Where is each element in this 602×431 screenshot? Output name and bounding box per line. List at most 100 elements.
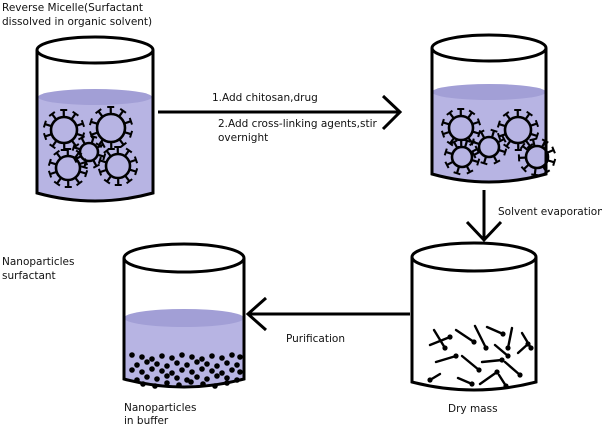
beaker-reverse-micelle (37, 37, 153, 201)
nanoparticle-dot (237, 354, 243, 360)
nanoparticle-dot (159, 368, 165, 374)
label-step2-line1: 2.Add cross-linking agents,stir (218, 117, 377, 132)
nanoparticle-dot (154, 376, 160, 382)
label-reverse-micelle-line2: dissolved in organic solvent) (2, 15, 152, 30)
dry-mass-rods (427, 326, 533, 389)
nanoparticle-dot (140, 381, 146, 387)
nanoparticle-dot (199, 366, 205, 372)
label-reverse-micelle-line1: Reverse Micelle(Surfactant (2, 1, 143, 16)
label-nanoparticles-buffer-line2: in buffer (124, 414, 168, 429)
nanoparticle-dot (234, 362, 240, 368)
nanoparticle-dot (209, 368, 215, 374)
nanoparticle-dot (169, 370, 175, 376)
beaker-rim (124, 244, 244, 272)
dry-mass-rod (462, 356, 479, 370)
label-step1: 1.Add chitosan,drug (212, 91, 318, 106)
nanoparticle-dot (188, 379, 194, 385)
dry-mass-rod-head (453, 353, 458, 358)
dry-mass-rod-head (503, 383, 508, 388)
nanoparticle-dot (200, 381, 206, 387)
nanoparticle-dot (229, 352, 235, 358)
nanoparticle-dot (129, 367, 135, 373)
nanoparticle-dot (189, 354, 195, 360)
nanoparticle-dot (209, 353, 215, 359)
nanoparticle-dot (224, 375, 230, 381)
dry-mass-rod-head (505, 345, 510, 350)
surfactant-head (553, 159, 555, 166)
label-nanoparticles-surfactant-line1: Nanoparticles (2, 255, 74, 270)
nanoparticle-dot (234, 377, 240, 383)
nanoparticle-dot (189, 369, 195, 375)
beaker-dry-mass (412, 243, 536, 390)
nanoparticle-dot (224, 380, 230, 386)
dry-mass-rod-head (505, 353, 510, 358)
dry-mass-rod-head (427, 377, 432, 382)
beaker-body (412, 257, 536, 390)
liquid-surface (38, 89, 152, 105)
liquid-surface (432, 84, 546, 100)
label-purification: Purification (286, 332, 345, 347)
arrow-solvent-evaporation (467, 190, 501, 240)
nanoparticle-dot (214, 373, 220, 379)
liquid-surface (124, 309, 244, 327)
surfactant-tail (535, 168, 536, 175)
nanoparticle-dot (152, 383, 158, 389)
dry-mass-rod-head (476, 367, 481, 372)
beaker-cross-linked (432, 35, 555, 182)
beaker-rim (432, 35, 546, 61)
nanoparticle-dot (229, 367, 235, 373)
surfactant-head (531, 174, 538, 175)
nanoparticle-dot (212, 383, 218, 389)
nanoparticle-dot (179, 367, 185, 373)
dry-mass-rod-head (471, 339, 476, 344)
beaker-nanoparticles-buffer (124, 244, 244, 389)
nanoparticle-dot (219, 355, 225, 361)
nanoparticle-dot (204, 376, 210, 382)
nanoparticle-dot (174, 375, 180, 381)
nanoparticle-dot (199, 356, 205, 362)
dry-mass-rod (505, 362, 520, 375)
dry-mass-rod-head (483, 345, 488, 350)
nanoparticle-dot (164, 363, 170, 369)
surfactant-tail (548, 160, 555, 162)
nanoparticle-dot (214, 363, 220, 369)
nanoparticle-dot (134, 362, 140, 368)
nanoparticle-dot (194, 374, 200, 380)
nanoparticle-dot (179, 352, 185, 358)
surfactant-tail (533, 139, 535, 146)
nanoparticle-dot (164, 373, 170, 379)
nanoparticle-dot (169, 355, 175, 361)
nanoparticle-dot (237, 369, 243, 375)
nanoparticle-dot (159, 353, 165, 359)
label-nanoparticles-surfactant-line2: surfactant (2, 269, 56, 284)
dry-mass-rod-head (525, 341, 530, 346)
dry-mass-rod-head (469, 381, 474, 386)
nanoparticle-dot (194, 359, 200, 365)
label-step2-line2: overnight (218, 131, 268, 146)
arrow-purification (248, 298, 410, 330)
dry-mass-rod-head (447, 334, 452, 339)
nanoparticle-dot (149, 366, 155, 372)
nanoparticle-dot (134, 377, 140, 383)
dry-mass-rod (475, 326, 486, 348)
nanoparticle-dot (204, 361, 210, 367)
nanoparticle-dot (144, 374, 150, 380)
dry-mass-rod (436, 356, 456, 362)
beaker-rim (37, 37, 153, 63)
nanoparticle-dot (174, 360, 180, 366)
dry-mass-rod-head (442, 345, 447, 350)
dry-mass-rod (480, 372, 497, 384)
label-solvent-evaporation: Solvent evaporation (498, 205, 602, 220)
nanoparticle-dot (129, 352, 135, 358)
nanoparticle-dot (164, 380, 170, 386)
nanoparticle-dot (144, 359, 150, 365)
surfactant-tail (547, 150, 553, 153)
nanoparticle-dot (184, 362, 190, 368)
dry-mass-rod-head (517, 372, 522, 377)
nanoparticle-dot (139, 354, 145, 360)
dry-mass-rod (487, 327, 503, 334)
nanoparticle-dot (224, 360, 230, 366)
dry-mass-rod (508, 328, 512, 348)
label-dry-mass: Dry mass (448, 402, 498, 417)
nanoparticle-dot (154, 361, 160, 367)
